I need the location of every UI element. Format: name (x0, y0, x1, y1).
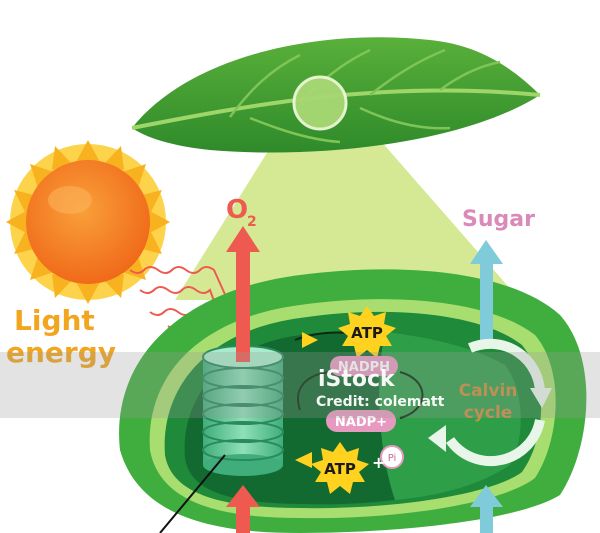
nadp-pill (326, 410, 396, 432)
atp-bottom-label: ATP (324, 460, 356, 478)
watermark-brand: iStock (318, 367, 396, 392)
watermark-credit: Credit: colematt (316, 394, 445, 410)
nadp-label: NADP+ (335, 415, 387, 430)
sugar-arrow (470, 240, 503, 346)
thylakoid-stack (159, 345, 284, 533)
plus-label: + (372, 453, 385, 472)
oxygen-label: O (226, 195, 248, 225)
calvin-cycle-arrows (445, 338, 546, 467)
leaf-magnifier-circle (292, 75, 348, 131)
pi-label: Pi (388, 453, 397, 464)
atp-star-top (338, 306, 396, 358)
nadph-pill (330, 356, 398, 376)
sun-icon (6, 140, 170, 304)
oxygen-arrow (226, 226, 260, 362)
atp-arrows (295, 332, 318, 468)
light-energy-label-line2: energy (6, 336, 116, 369)
calvin-label-line2: cycle (464, 403, 513, 423)
sugar-label: Sugar (462, 207, 535, 232)
watermark-band (0, 352, 600, 418)
stack-pointer-line (159, 454, 226, 533)
calvin-arrowheads (428, 388, 552, 452)
light-beam (175, 100, 520, 300)
co2-input-arrow (470, 485, 503, 533)
nadph-label: NADPH (338, 360, 390, 375)
leaf (131, 37, 541, 153)
atp-star-bottom (311, 442, 369, 494)
pi-circle (380, 445, 404, 469)
oxygen-subscript: 2 (247, 214, 257, 230)
water-input-arrow (226, 485, 260, 533)
light-energy-label-line1: Light (14, 304, 95, 337)
calvin-label-line1: Calvin (459, 381, 518, 401)
atp-top-label: ATP (351, 324, 383, 342)
